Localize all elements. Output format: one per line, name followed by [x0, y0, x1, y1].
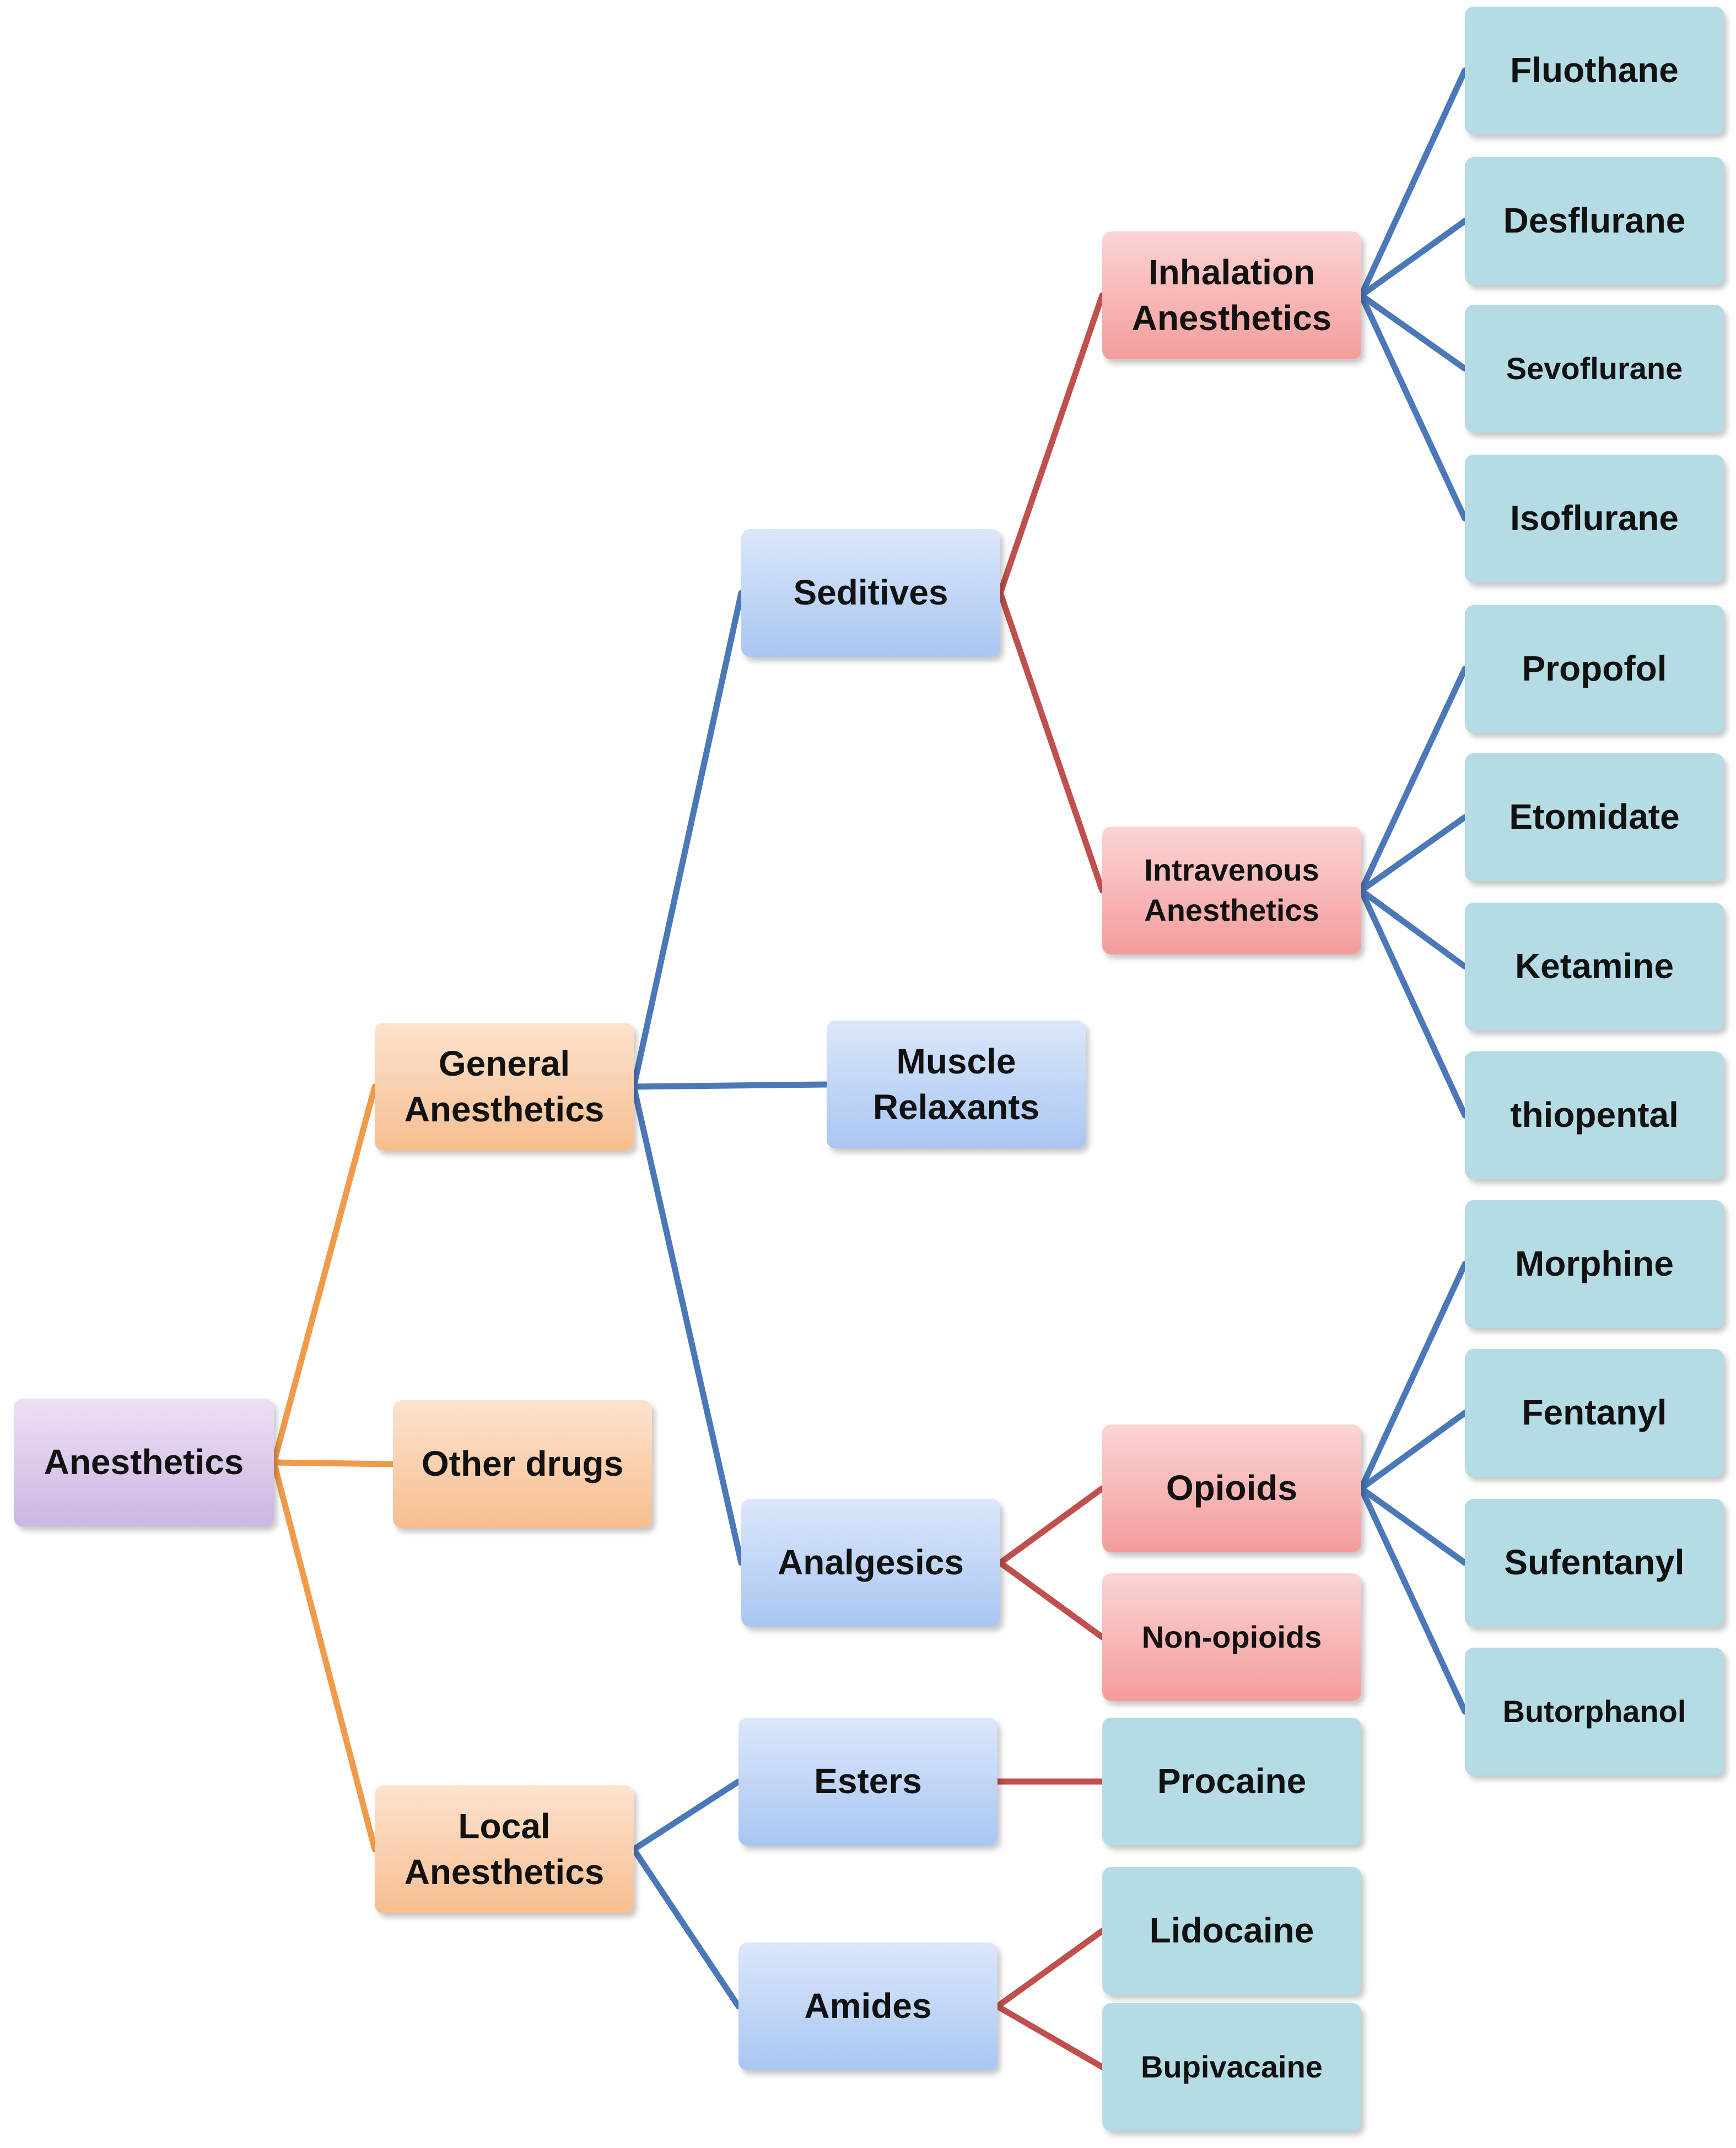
- connector-inhalation-to-fluothane: [1358, 67, 1468, 299]
- connector-opioids-to-sufentanyl: [1358, 1485, 1468, 1566]
- node-lidocaine: Lidocaine: [1102, 1867, 1361, 1995]
- node-non-opioids: Non-opioids: [1102, 1573, 1361, 1701]
- node-morphine: Morphine: [1465, 1200, 1724, 1328]
- node-analgesics: Analgesics: [741, 1499, 1000, 1627]
- node-muscle-relaxants: Muscle Relaxants: [827, 1021, 1086, 1148]
- connector-inhalation-to-desflurane: [1358, 218, 1468, 299]
- node-sufentanyl: Sufentanyl: [1465, 1499, 1724, 1627]
- node-thiopental: thiopental: [1465, 1051, 1724, 1179]
- node-fentanyl: Fentanyl: [1465, 1349, 1724, 1477]
- node-ketamine: Ketamine: [1465, 903, 1724, 1030]
- connector-intravenous-to-ketamine: [1358, 887, 1468, 970]
- node-sevoflurane: Sevoflurane: [1465, 305, 1724, 433]
- node-procaine: Procaine: [1102, 1718, 1361, 1845]
- node-general-anesthetics: General Anesthetics: [375, 1023, 634, 1151]
- node-bupivacaine: Bupivacaine: [1102, 2003, 1361, 2131]
- node-other-drugs: Other drugs: [393, 1400, 652, 1528]
- node-inhalation-anesthetics: Inhalation Anesthetics: [1102, 231, 1361, 359]
- connector-seditives-to-intravenous: [997, 590, 1106, 894]
- connector-seditives-to-inhalation: [997, 292, 1106, 596]
- node-propofol: Propofol: [1465, 605, 1724, 733]
- connector-anesthetics-to-other-drugs: [271, 1459, 396, 1467]
- node-isoflurane: Isoflurane: [1465, 455, 1724, 582]
- connector-intravenous-to-thiopental: [1358, 887, 1468, 1119]
- node-local-anesthetics: Local Anesthetics: [375, 1785, 634, 1913]
- node-desflurane: Desflurane: [1465, 157, 1724, 285]
- connector-analgesics-to-non-opioids: [997, 1559, 1106, 1640]
- connector-opioids-to-morphine: [1358, 1261, 1468, 1492]
- connector-general-to-seditives: [630, 590, 745, 1090]
- connector-intravenous-to-propofol: [1358, 666, 1468, 894]
- connector-inhalation-to-sevoflurane: [1358, 292, 1468, 372]
- node-fluothane: Fluothane: [1465, 7, 1724, 134]
- connector-inhalation-to-isoflurane: [1358, 292, 1468, 522]
- node-etomidate: Etomidate: [1465, 753, 1724, 881]
- node-opioids: Opioids: [1102, 1424, 1361, 1552]
- node-amides: Amides: [738, 1942, 998, 2070]
- connector-local-to-esters: [630, 1778, 742, 1853]
- connector-analgesics-to-opioids: [997, 1485, 1106, 1566]
- connector-opioids-to-fentanyl: [1358, 1410, 1468, 1492]
- node-anesthetics: Anesthetics: [14, 1399, 274, 1526]
- connector-amides-to-bupivacaine: [994, 2003, 1106, 2070]
- connector-general-to-analgesics: [630, 1083, 745, 1566]
- connector-amides-to-lidocaine: [994, 1928, 1106, 2010]
- connector-anesthetics-to-local: [271, 1459, 378, 1853]
- connector-general-to-muscle-relaxants: [630, 1081, 830, 1090]
- node-intravenous-anesthetics: Intravenous Anesthetics: [1102, 827, 1361, 954]
- node-seditives: Seditives: [741, 529, 1000, 657]
- connector-anesthetics-to-general: [271, 1083, 378, 1466]
- connector-opioids-to-butorphanol: [1358, 1485, 1468, 1715]
- node-esters: Esters: [738, 1718, 998, 1845]
- connector-local-to-amides: [630, 1846, 742, 2010]
- connector-intravenous-to-etomidate: [1358, 814, 1468, 894]
- node-butorphanol: Butorphanol: [1465, 1648, 1724, 1775]
